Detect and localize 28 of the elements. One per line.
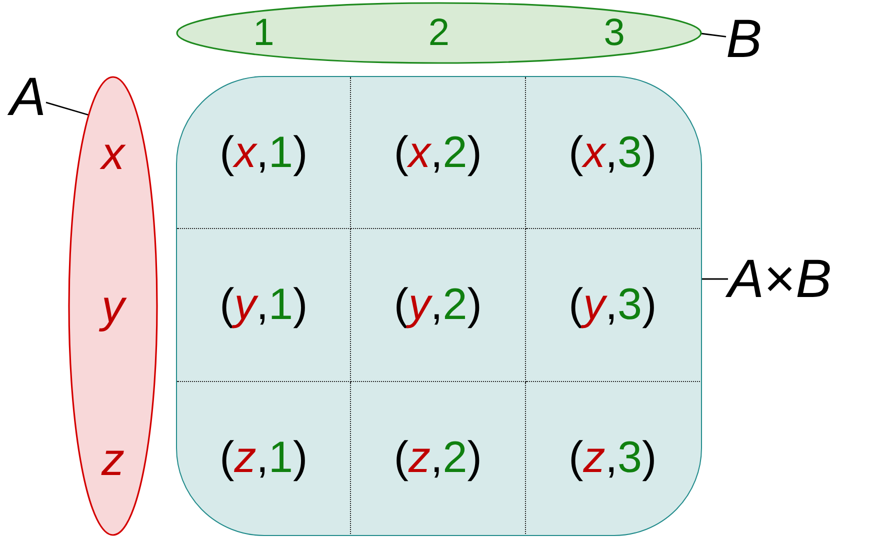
grid-cell — [351, 77, 526, 230]
leader-line — [702, 278, 728, 280]
ordered-pair: (z,3) — [568, 436, 657, 480]
leader-line — [700, 32, 726, 38]
ordered-pair: (y,1) — [220, 282, 308, 327]
grid-cell — [177, 229, 352, 382]
ordered-pair: (y,2) — [394, 282, 482, 327]
ordered-pair: (z,2) — [394, 436, 482, 480]
set-element: 1 — [253, 14, 274, 52]
product-region — [176, 76, 702, 536]
set-element: x — [102, 130, 124, 176]
grid-cell — [177, 77, 352, 230]
set-label: A — [10, 70, 46, 124]
leader-line — [46, 102, 89, 116]
ordered-pair: (x,2) — [394, 130, 482, 175]
set-element: 2 — [428, 14, 450, 52]
ordered-pair: (x,1) — [220, 130, 308, 175]
set-element: z — [102, 436, 124, 482]
set-ellipse — [176, 2, 702, 64]
set-label: B — [726, 12, 762, 66]
set-ellipse — [68, 76, 158, 536]
set-element: y — [102, 283, 124, 329]
ordered-pair: (x,3) — [568, 130, 657, 175]
ordered-pair: (y,3) — [568, 282, 657, 327]
set-element: 3 — [604, 14, 625, 52]
grid-cell — [351, 229, 526, 382]
ordered-pair: (z,1) — [220, 436, 308, 480]
set-label: A×B — [728, 252, 832, 306]
